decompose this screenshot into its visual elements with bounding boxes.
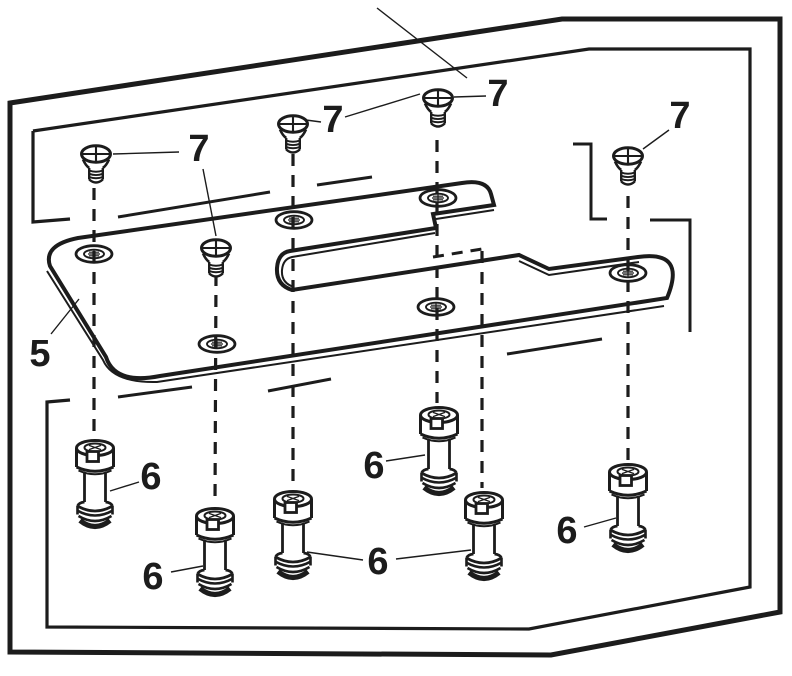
plate-outline — [46, 180, 675, 381]
bed-inner-border — [32, 47, 752, 631]
part-label-cushion-d: 6 — [367, 541, 389, 583]
leader-line-bed — [376, 7, 468, 79]
leader-line-screw-c-1 — [453, 95, 487, 98]
leader-line-cushion-e-1 — [583, 517, 617, 528]
leader-line-screw-b-2 — [344, 93, 421, 118]
leader-line-screw-a-2 — [202, 168, 217, 237]
part-label-screw-b: 7 — [322, 99, 344, 141]
leader-line-screw-d-1 — [642, 129, 670, 150]
part-label-cushion-c: 6 — [363, 445, 385, 487]
assembly-axis-dashed-line — [213, 273, 218, 505]
leader-line-screw-a-1 — [112, 151, 180, 155]
bed-inner-corner-left — [31, 131, 71, 224]
part-label-plate: 5 — [29, 333, 51, 375]
bed-recess-edges — [117, 142, 692, 399]
leader-line-cushion-d-1 — [306, 551, 364, 561]
part-label-screw-a: 7 — [188, 128, 210, 170]
leader-line-screw-b-1 — [305, 119, 322, 123]
part-label-screw-c: 7 — [487, 73, 509, 115]
leader-line-cushion-d-2 — [395, 549, 472, 560]
leader-line-cushion-a-1 — [109, 481, 140, 492]
part-label-cushion-e: 6 — [556, 510, 578, 552]
leader-line-cushion-c-1 — [385, 454, 426, 462]
slide-plate-part-5 — [46, 180, 675, 384]
part-label-cushion-b: 6 — [142, 556, 164, 598]
leader-lines — [50, 7, 670, 573]
plate-thickness-edges — [46, 209, 665, 384]
part-label-cushion-a: 6 — [140, 456, 162, 498]
assembly-axes — [92, 140, 630, 505]
hidden-edge-dash-line — [432, 246, 489, 259]
leader-line-plate-5 — [50, 298, 80, 335]
leader-line-cushion-b-1 — [170, 565, 204, 573]
part-label-screw-d: 7 — [669, 95, 691, 137]
